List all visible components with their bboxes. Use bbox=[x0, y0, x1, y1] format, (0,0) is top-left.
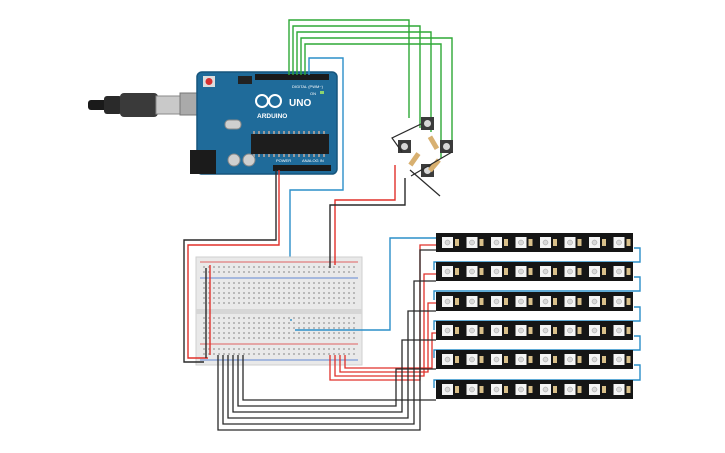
neopixel-strip[interactable] bbox=[436, 233, 633, 252]
power-header-label: POWER bbox=[276, 158, 291, 163]
neopixel-strip[interactable] bbox=[436, 262, 633, 281]
neopixel-led bbox=[589, 237, 606, 248]
resistor[interactable] bbox=[408, 152, 421, 167]
analog-header-label: ANALOG IN bbox=[302, 158, 324, 163]
neopixel-strip[interactable] bbox=[436, 380, 633, 399]
neopixel-led bbox=[589, 354, 606, 365]
neopixel-led bbox=[466, 325, 484, 336]
neopixel-led bbox=[442, 354, 459, 365]
neopixel-led bbox=[466, 237, 484, 248]
strip-ground-wires[interactable] bbox=[217, 249, 436, 431]
neopixel-led bbox=[491, 266, 508, 277]
neopixel-led bbox=[540, 296, 557, 307]
power-wires[interactable] bbox=[183, 165, 406, 363]
neopixel-led bbox=[515, 354, 533, 365]
neopixel-led bbox=[540, 354, 557, 365]
pushbutton[interactable] bbox=[421, 117, 434, 130]
arduino-logo-icon bbox=[255, 94, 282, 108]
data-wire-arduino[interactable] bbox=[289, 57, 344, 320]
neopixel-led bbox=[613, 237, 631, 248]
neopixel-led bbox=[466, 354, 484, 365]
button-signal-wires[interactable] bbox=[288, 19, 453, 158]
neopixel-strip[interactable] bbox=[436, 350, 633, 369]
neopixel-led bbox=[564, 384, 582, 395]
neopixel-led bbox=[564, 296, 582, 307]
power-jack bbox=[190, 150, 216, 174]
neopixel-led bbox=[540, 384, 557, 395]
digital-header[interactable] bbox=[255, 74, 329, 80]
led-strips[interactable] bbox=[436, 233, 633, 399]
arduino-brand-label: ARDUINO bbox=[257, 113, 287, 120]
neopixel-led bbox=[466, 384, 484, 395]
neopixel-led bbox=[491, 354, 508, 365]
on-led-label: ON bbox=[310, 91, 316, 96]
neopixel-led bbox=[613, 354, 631, 365]
neopixel-led bbox=[613, 266, 631, 277]
arduino-model-label: UNO bbox=[289, 98, 311, 109]
neopixel-led bbox=[515, 325, 533, 336]
button-cluster[interactable] bbox=[391, 117, 453, 197]
neopixel-led bbox=[540, 237, 557, 248]
neopixel-led bbox=[589, 384, 606, 395]
resistor[interactable] bbox=[427, 135, 440, 151]
power-analog-header[interactable] bbox=[273, 165, 331, 171]
arduino-uno-board[interactable]: ARDUINO UNO DIGITAL (PWM~) POWER ANALOG … bbox=[190, 71, 338, 175]
neopixel-led bbox=[540, 266, 557, 277]
neopixel-led bbox=[442, 296, 459, 307]
neopixel-led bbox=[589, 325, 606, 336]
neopixel-led bbox=[515, 237, 533, 248]
pushbutton[interactable] bbox=[440, 140, 453, 153]
neopixel-led bbox=[515, 384, 533, 395]
neopixel-led bbox=[515, 296, 533, 307]
breadboard-holes[interactable] bbox=[203, 266, 355, 355]
resistor[interactable] bbox=[427, 158, 441, 173]
neopixel-led bbox=[564, 325, 582, 336]
usb-cable[interactable] bbox=[88, 92, 207, 117]
neopixel-led bbox=[442, 384, 459, 395]
neopixel-led bbox=[491, 296, 508, 307]
breadboard[interactable] bbox=[195, 256, 363, 366]
neopixel-strip[interactable] bbox=[436, 321, 633, 340]
neopixel-led bbox=[564, 354, 582, 365]
digital-header-label: DIGITAL (PWM~) bbox=[292, 84, 324, 89]
neopixel-led bbox=[613, 296, 631, 307]
neopixel-led bbox=[491, 384, 508, 395]
data-wires[interactable] bbox=[290, 237, 641, 388]
neopixel-led bbox=[442, 237, 459, 248]
neopixel-led bbox=[442, 266, 459, 277]
neopixel-led bbox=[491, 237, 508, 248]
pushbutton[interactable] bbox=[398, 140, 411, 153]
neopixel-led bbox=[515, 266, 533, 277]
neopixel-led bbox=[589, 266, 606, 277]
neopixel-led bbox=[613, 384, 631, 395]
neopixel-led bbox=[613, 325, 631, 336]
neopixel-led bbox=[540, 325, 557, 336]
neopixel-led bbox=[466, 296, 484, 307]
neopixel-led bbox=[564, 266, 582, 277]
neopixel-led bbox=[589, 296, 606, 307]
neopixel-led bbox=[491, 325, 508, 336]
neopixel-strip[interactable] bbox=[436, 292, 633, 311]
neopixel-led bbox=[466, 266, 484, 277]
atmega-chip bbox=[251, 134, 329, 154]
neopixel-led bbox=[442, 325, 459, 336]
neopixel-led bbox=[564, 237, 582, 248]
